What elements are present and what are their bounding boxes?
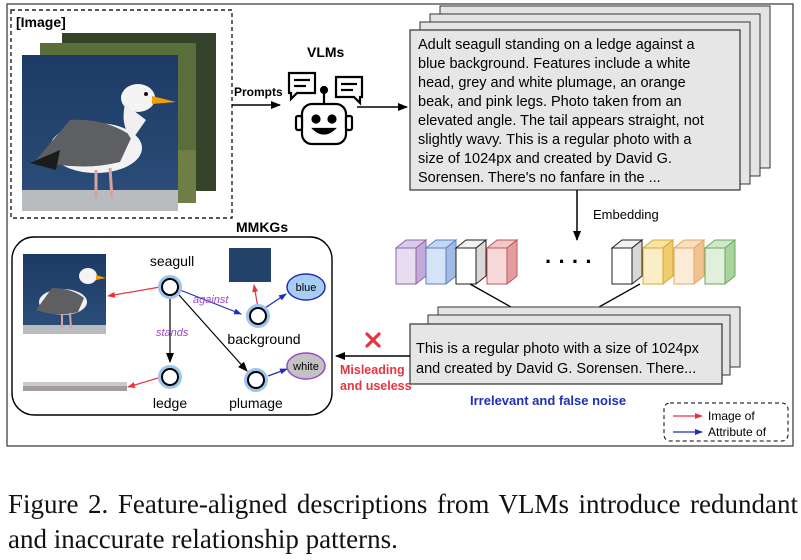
- node-plumage: [244, 368, 268, 392]
- edge-against: [179, 289, 242, 315]
- kg-seagull-thumbnail: [23, 254, 106, 334]
- edge-image-of: [107, 286, 161, 298]
- legend-attribute-of: Attribute of: [708, 425, 767, 439]
- prompts-label: Prompts: [234, 85, 283, 99]
- node-label-seagull: seagull: [150, 253, 194, 269]
- noise-line: and created by David G. Sorensen. There.…: [416, 361, 696, 377]
- node-white: [286, 352, 326, 380]
- node-background: [246, 304, 270, 328]
- edge-label-against: against: [193, 294, 229, 306]
- description-line: Sorensen. There's no fanfare in the ...: [418, 170, 661, 186]
- misleading-label: and useless: [340, 379, 412, 393]
- stacked-photos: [22, 33, 216, 211]
- vlms-label: VLMs: [307, 44, 345, 60]
- mmkgs-panel: [11, 236, 333, 416]
- description-text: Adult seagull standing on a ledge agains…: [418, 37, 704, 186]
- node-label-blue: blue: [296, 282, 317, 294]
- legend-box: [663, 402, 789, 442]
- node-blue: [286, 273, 326, 301]
- description-line: beak, and pink legs. Photo taken from an: [418, 94, 682, 110]
- edge-seagull-plumage: [178, 294, 248, 372]
- noise-stack: [409, 306, 741, 385]
- description-line: slightly wavy. This is a regular photo w…: [418, 132, 692, 148]
- legend-image-of: Image of: [708, 409, 755, 423]
- edge-attribute-of: [267, 368, 288, 377]
- image-panel: [10, 9, 233, 219]
- edge-image-of: [127, 377, 159, 388]
- noise-caption: Irrelevant and false noise: [470, 393, 626, 408]
- description-card: [409, 29, 741, 191]
- node-label-background: background: [227, 331, 300, 347]
- kg-background-thumbnail: [229, 248, 271, 282]
- node-label-white: white: [292, 361, 319, 373]
- edge-label-stands: stands: [156, 327, 189, 339]
- ellipsis-dots: · · · ·: [545, 249, 593, 274]
- description-line: Adult seagull standing on a ledge agains…: [418, 37, 695, 53]
- figure-caption: Figure 2. Feature-aligned descriptions f…: [8, 489, 798, 554]
- description-line: head, grey and white plumage, an orange: [418, 75, 686, 91]
- mmkgs-label: MMKGs: [236, 219, 288, 235]
- embedding-vectors: · · · ·: [394, 238, 737, 286]
- noise-card: [409, 323, 723, 385]
- robot-icon: [287, 71, 364, 146]
- description-line: blue background. Features include a whit…: [418, 56, 690, 72]
- description-line: size of 1024px and created by David G.: [418, 151, 672, 167]
- description-stack: [409, 5, 771, 191]
- description-line: elevated angle. The tail appears straigh…: [418, 113, 704, 129]
- noise-line: This is a regular photo with a size of 1…: [416, 341, 700, 357]
- misleading-label: Misleading: [340, 363, 405, 377]
- node-seagull: [158, 275, 182, 299]
- cross-icon: [365, 332, 381, 348]
- image-panel-label: [Image]: [16, 14, 66, 30]
- node-label-plumage: plumage: [229, 395, 283, 411]
- node-ledge: [158, 365, 182, 389]
- node-label-ledge: ledge: [153, 395, 187, 411]
- seagull-photo: [22, 84, 178, 211]
- embedding-label: Embedding: [593, 207, 659, 222]
- outer-frame: [6, 3, 794, 447]
